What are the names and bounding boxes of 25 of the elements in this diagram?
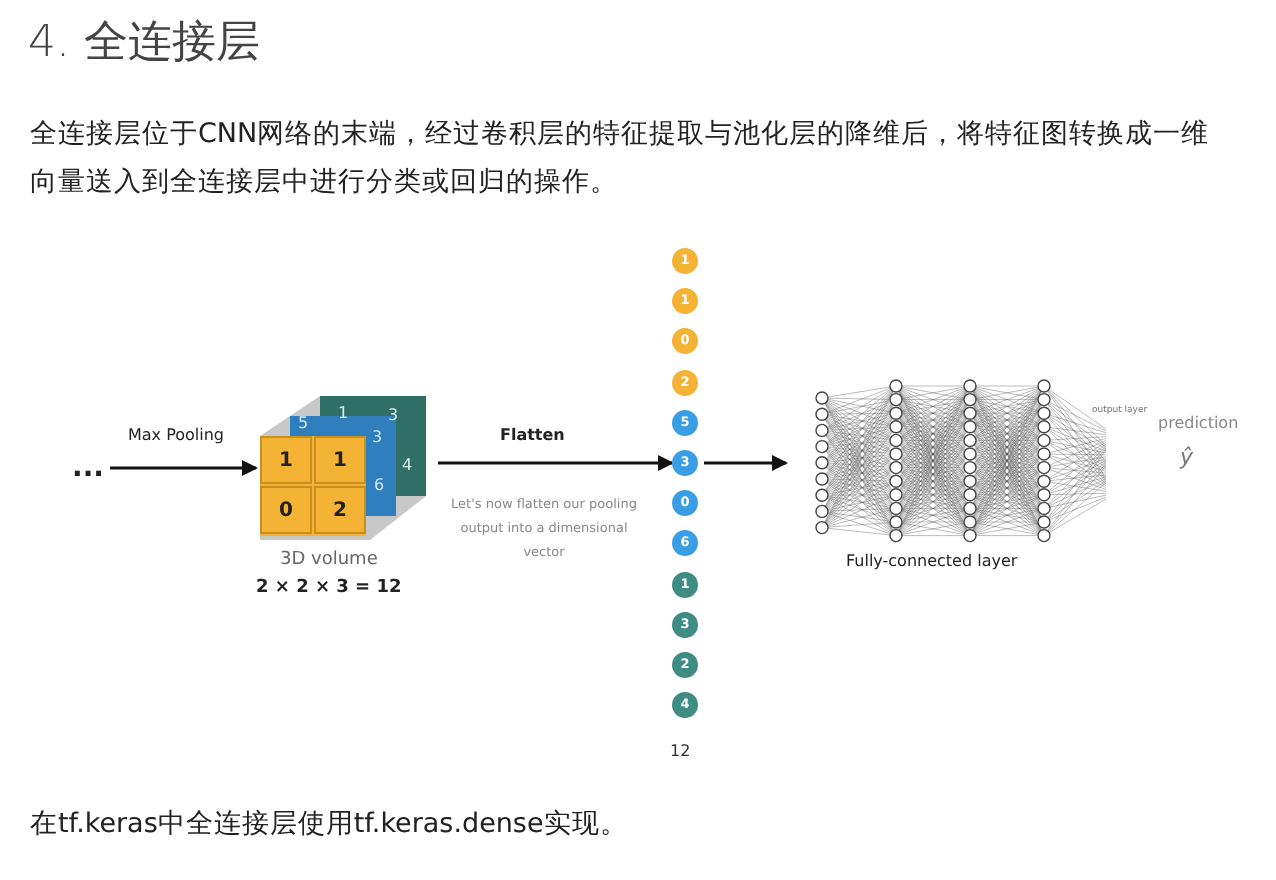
heading: 4. 全连接层 [28,16,260,72]
cube-number: 4 [402,456,413,474]
node-label: 3D volume [280,550,378,570]
cube-number: 5 [298,414,309,432]
matrix-cell: 1 [314,436,366,484]
matrix-cell: 2 [314,486,366,534]
node-label: Fully-connected layer [846,552,1018,570]
output-symbol: ŷ [1180,444,1194,470]
arrow [438,455,674,471]
cube-number: 6 [374,476,385,494]
matrix-cell: 1 [260,436,312,484]
matrix-cell: 0 [260,486,312,534]
arrow [704,455,788,471]
paragraph: 全连接层位于CNN网络的末端，经过卷积层的特征提取与池化层的降维后，将特征图转换成一维向量送入到全连接层中进行分类或回归的操作。 [30,116,1212,202]
cube-number: 1 [338,404,349,422]
vector-size: 12 [670,742,691,760]
cube-number: 3 [388,406,399,424]
edge-label: Flatten [500,426,565,444]
cube-number: 3 [372,428,383,446]
output-label: prediction [1158,414,1239,432]
ellipsis: ... [72,452,104,484]
paragraph: 在tf.keras中全连接层使用tf.keras.dense实现。 [30,806,628,842]
node-label: 2 × 2 × 3 = 12 [256,578,402,598]
arrow [110,460,258,476]
edge-label: Max Pooling [128,426,225,444]
